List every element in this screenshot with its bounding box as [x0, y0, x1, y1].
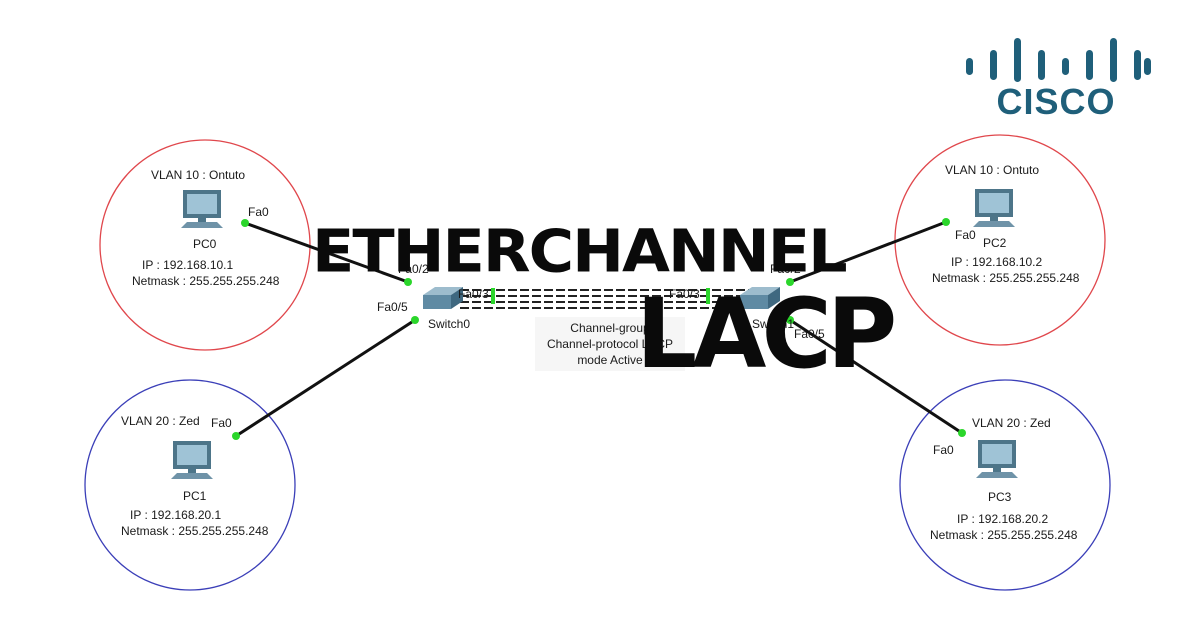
- pc3-computer-icon[interactable]: [976, 440, 1018, 478]
- switch1-port-fa03: Fa0/3: [669, 287, 700, 301]
- link-pc3-switch1: [789, 318, 963, 435]
- channel-protocol-line: Channel-protocol LACP: [546, 337, 674, 351]
- pc2-name: PC2: [983, 236, 1007, 250]
- channel-mode-line: mode Active: [577, 353, 643, 367]
- pc1-name: PC1: [183, 489, 207, 503]
- switch1-icon[interactable]: [740, 287, 780, 309]
- page-subtitle: LACP: [636, 278, 897, 390]
- pc2-netmask: Netmask : 255.255.255.248: [932, 271, 1080, 285]
- port-dot-pc2: [942, 218, 950, 226]
- switch0-port-fa02: Fa0/2: [398, 262, 429, 276]
- pc3-ip: IP : 192.168.20.2: [957, 512, 1049, 526]
- pc1-vlan-label: VLAN 20 : Zed: [121, 414, 200, 428]
- pc0-netmask: Netmask : 255.255.255.248: [132, 274, 280, 288]
- pc3-vlan-label: VLAN 20 : Zed: [972, 416, 1051, 430]
- port-dot-pc1: [232, 432, 240, 440]
- pc0-ip: IP : 192.168.10.1: [142, 258, 234, 272]
- cisco-logo-text: CISCO: [996, 81, 1115, 122]
- port-dot-sw1-fa05: [786, 316, 794, 324]
- pc3-port-label: Fa0: [933, 443, 954, 457]
- vlan20-ring-left: [84, 379, 296, 591]
- switch0-name: Switch0: [428, 317, 471, 331]
- pc2-vlan-label: VLAN 10 : Ontuto: [945, 163, 1040, 177]
- pc0-port-label: Fa0: [248, 205, 269, 219]
- port-dot-sw0-fa02: [404, 278, 412, 286]
- switch0-icon[interactable]: [423, 287, 463, 309]
- pc1-netmask: Netmask : 255.255.255.248: [121, 524, 269, 538]
- channel-group-line: Channel-group: [570, 321, 650, 335]
- port-dot-sw1-fa02: [786, 278, 794, 286]
- cisco-logo-icon: [966, 38, 1151, 82]
- link-pc2-switch1: [789, 220, 947, 284]
- port-dot-sw0-fa05: [411, 316, 419, 324]
- pc2-computer-icon[interactable]: [973, 189, 1015, 227]
- pc1-ip: IP : 192.168.20.1: [130, 508, 222, 522]
- switch1-name: Switch1: [752, 317, 795, 331]
- link-pc0-switch0: [244, 221, 409, 284]
- pc3-netmask: Netmask : 255.255.255.248: [930, 528, 1078, 542]
- pc0-name: PC0: [193, 237, 217, 251]
- switch0-port-fa05: Fa0/5: [377, 300, 408, 314]
- switch0-port-fa03: Fa0/3: [458, 287, 489, 301]
- switch1-port-fa05: Fa0/5: [794, 327, 825, 341]
- vlan10-ring-right: [894, 134, 1106, 346]
- port-bar-sw1-a: [706, 288, 710, 304]
- pc0-vlan-label: VLAN 10 : Ontuto: [151, 168, 246, 182]
- vlan20-ring-right: [899, 379, 1111, 591]
- pc2-port-label: Fa0: [955, 228, 976, 242]
- switch1-port-fa02: Fa0/2: [770, 262, 801, 276]
- pc3-name: PC3: [988, 490, 1012, 504]
- port-dot-pc0: [241, 219, 249, 227]
- port-bar-sw0-a: [491, 288, 495, 304]
- pc0-computer-icon[interactable]: [181, 190, 223, 228]
- page-title: ETHERCHANNEL: [312, 216, 848, 286]
- link-pc1-switch0: [235, 318, 416, 438]
- pc1-port-label: Fa0: [211, 416, 232, 430]
- etherchannel-bundle: [460, 289, 760, 309]
- port-dots: [232, 218, 966, 440]
- channel-config-note: Channel-group Channel-protocol LACP mode…: [535, 317, 685, 371]
- pc2-ip: IP : 192.168.10.2: [951, 255, 1043, 269]
- port-dot-pc3: [958, 429, 966, 437]
- pc1-computer-icon[interactable]: [171, 441, 213, 479]
